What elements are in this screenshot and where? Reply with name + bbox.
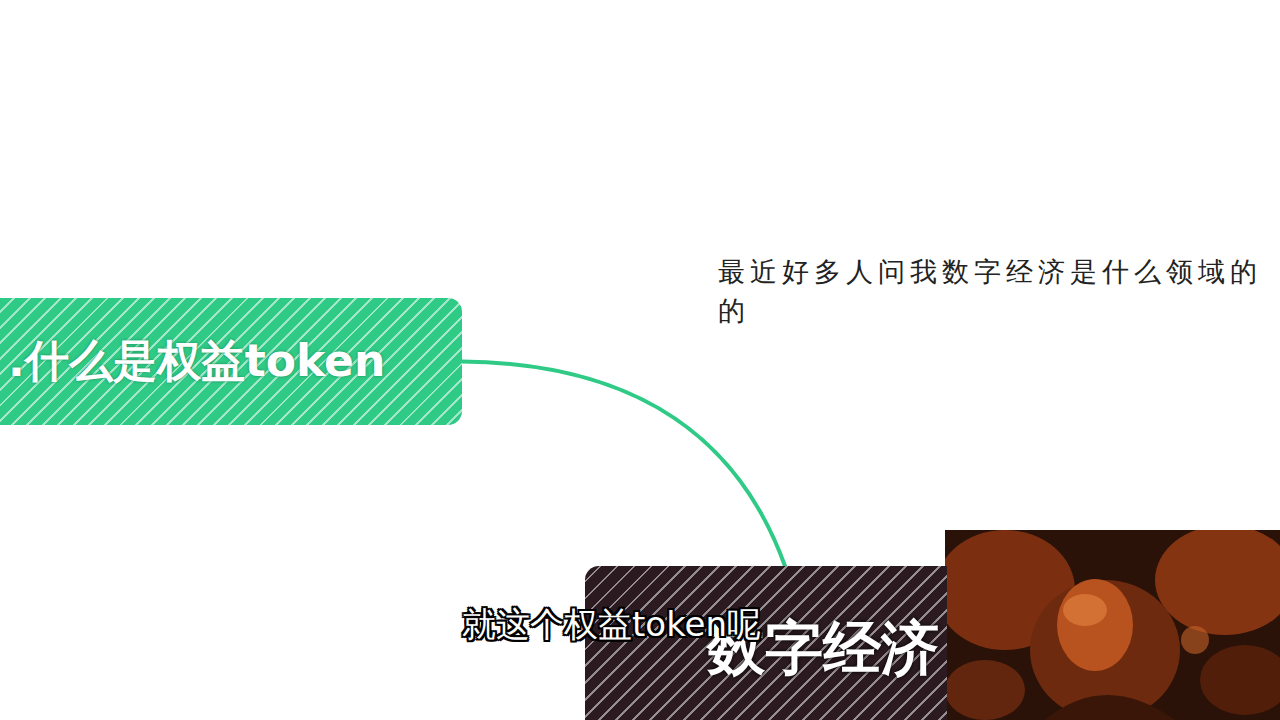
topic-box: .什么是权益token [0, 298, 462, 425]
branch-connector [462, 362, 785, 567]
presenter-video-thumbnail [945, 530, 1280, 720]
note-text: 最近好多人问我数字经济是什么领域的 的 [718, 252, 1278, 330]
subtitle-caption: 就这个权益token呢 [462, 602, 761, 648]
topic-text: .什么是权益token [0, 332, 462, 391]
